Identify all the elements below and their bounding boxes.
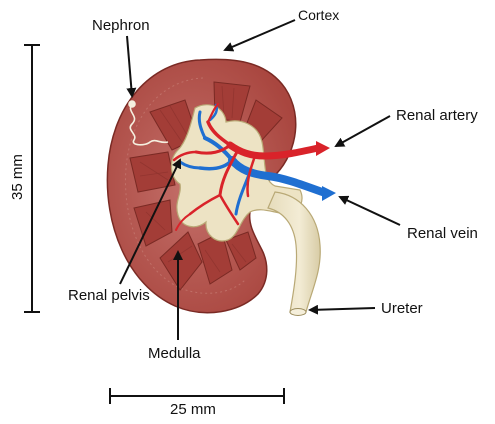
label-ureter: Ureter (381, 300, 423, 317)
ureter (268, 192, 320, 312)
label-medulla: Medulla (148, 345, 201, 362)
label-cortex: Cortex (298, 7, 339, 23)
label-nephron: Nephron (92, 17, 150, 34)
label-scale-horizontal: 25 mm (170, 401, 216, 418)
label-scale-vertical: 35 mm (9, 154, 26, 200)
label-renal-vein: Renal vein (407, 225, 478, 242)
label-renal-pelvis: Renal pelvis (68, 287, 150, 304)
label-renal-artery: Renal artery (396, 107, 478, 124)
vertical-scale-bar (24, 45, 40, 312)
